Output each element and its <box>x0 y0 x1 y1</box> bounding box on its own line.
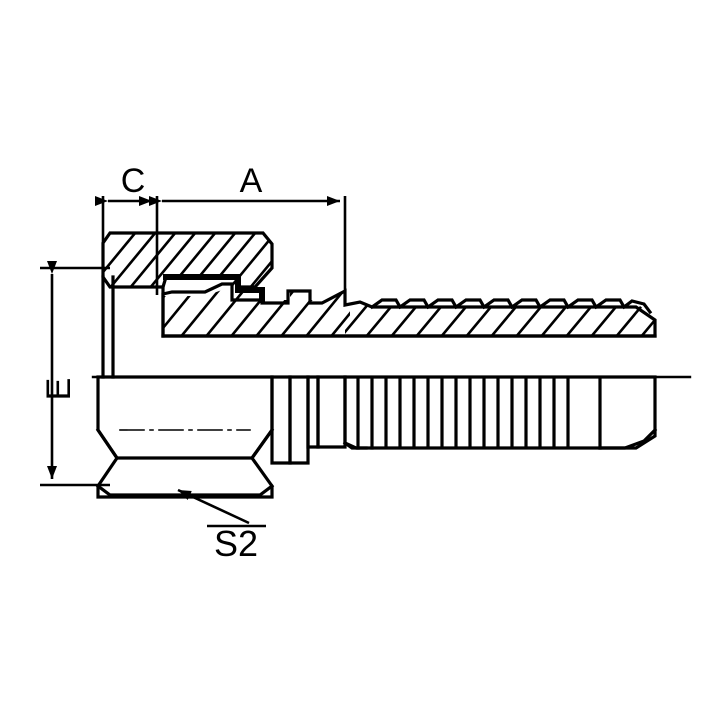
collar-lower-view <box>270 375 347 465</box>
barb-serrations-upper <box>369 298 653 315</box>
dimension-a: A <box>149 162 340 206</box>
hose-barb-lower-view <box>342 375 658 450</box>
nut-inner-walls-upper <box>101 275 165 379</box>
dimension-c: C <box>95 162 152 206</box>
dimension-c-label: C <box>121 162 146 200</box>
callout-s2-leader <box>177 488 250 525</box>
dimension-a-label: A <box>240 162 263 200</box>
dimension-e-label: E <box>40 378 78 401</box>
callout-s2-label: S2 <box>214 523 258 564</box>
barb-hatching <box>345 300 655 336</box>
callout-s2: S2 <box>177 488 266 564</box>
nipple-body-upper-section <box>161 282 657 338</box>
dimension-e: E <box>40 261 110 487</box>
